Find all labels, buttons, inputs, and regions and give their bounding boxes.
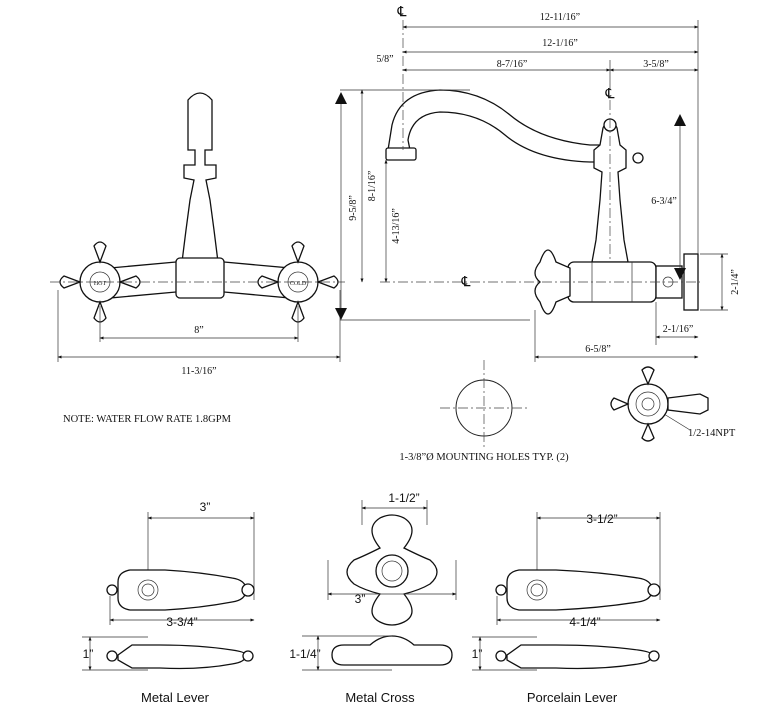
porcelain-lever-drawing xyxy=(472,512,661,671)
npt-end-view xyxy=(610,366,709,442)
dim-spout-reach: 12-1/16” xyxy=(542,38,578,49)
front-center-hub xyxy=(175,257,225,299)
metal-cross-dim-bottom: 3” xyxy=(355,592,366,606)
dim-spout-to-center: 8-7/16” xyxy=(497,59,528,70)
porcelain-lever-dim-top: 3-1/2” xyxy=(586,512,617,526)
side-cross-handle xyxy=(534,249,571,315)
npt-label: 1/2-14NPT xyxy=(688,428,736,439)
dim-center-spacing: 8” xyxy=(194,325,203,336)
dim-offset-small: 5/8” xyxy=(376,54,393,65)
dim-total-height: 9-5/8” xyxy=(348,195,359,221)
mounting-hole-view xyxy=(440,360,530,448)
metal-lever-dim-height: 1” xyxy=(83,647,94,661)
metal-cross-dim-height: 1-1/4” xyxy=(289,647,320,661)
side-spout xyxy=(387,89,611,163)
dim-body-height: 6-3/4” xyxy=(651,196,677,207)
mounting-holes-label: 1-3/8”Ø MOUNTING HOLES TYP. (2) xyxy=(399,452,569,463)
porcelain-lever-caption: Porcelain Lever xyxy=(527,690,618,705)
front-view: HOT COLD 8” 11-3/16” xyxy=(50,92,345,377)
metal-cross-caption: Metal Cross xyxy=(345,690,415,705)
side-view: ℄ ℄ ℄ 12-11/16” 12-1/16” 5/8” 8-7/16” 3-… xyxy=(335,5,741,362)
dim-center-to-wall: 3-5/8” xyxy=(643,59,669,70)
dim-height-above-spout: 8-1/16” xyxy=(367,171,378,202)
metal-lever-caption: Metal Lever xyxy=(141,690,210,705)
side-knob xyxy=(632,152,644,164)
center-symbol-body: ℄ xyxy=(605,87,615,102)
metal-cross-dim-top: 1-1/2” xyxy=(388,491,419,505)
hot-label: HOT xyxy=(94,281,107,287)
dim-wall-offset: 2-1/16” xyxy=(663,324,694,335)
metal-cross-drawing xyxy=(302,500,457,671)
flow-rate-note: NOTE: WATER FLOW RATE 1.8GPM xyxy=(63,414,232,425)
metal-lever-drawing xyxy=(82,512,255,671)
metal-lever-dim-top: 3” xyxy=(200,500,211,514)
dim-overall-width: 11-3/16” xyxy=(181,366,216,377)
porcelain-lever-dim-bottom: 4-1/4” xyxy=(569,615,600,629)
dim-flange: 2-1/4” xyxy=(730,269,741,295)
spout-aerator xyxy=(385,147,417,161)
center-symbol-left: ℄ xyxy=(397,5,407,20)
porcelain-lever-dim-height: 1” xyxy=(472,647,483,661)
dim-projection: 6-5/8” xyxy=(585,344,611,355)
front-spout-body xyxy=(181,92,219,263)
metal-lever-dim-bottom: 3-3/4” xyxy=(166,615,197,629)
center-symbol-handle: ℄ xyxy=(461,275,471,290)
dim-spout-height: 4-13/16” xyxy=(391,208,402,244)
dim-spout-reach-total: 12-11/16” xyxy=(540,12,580,23)
cold-label: COLD xyxy=(290,281,307,287)
